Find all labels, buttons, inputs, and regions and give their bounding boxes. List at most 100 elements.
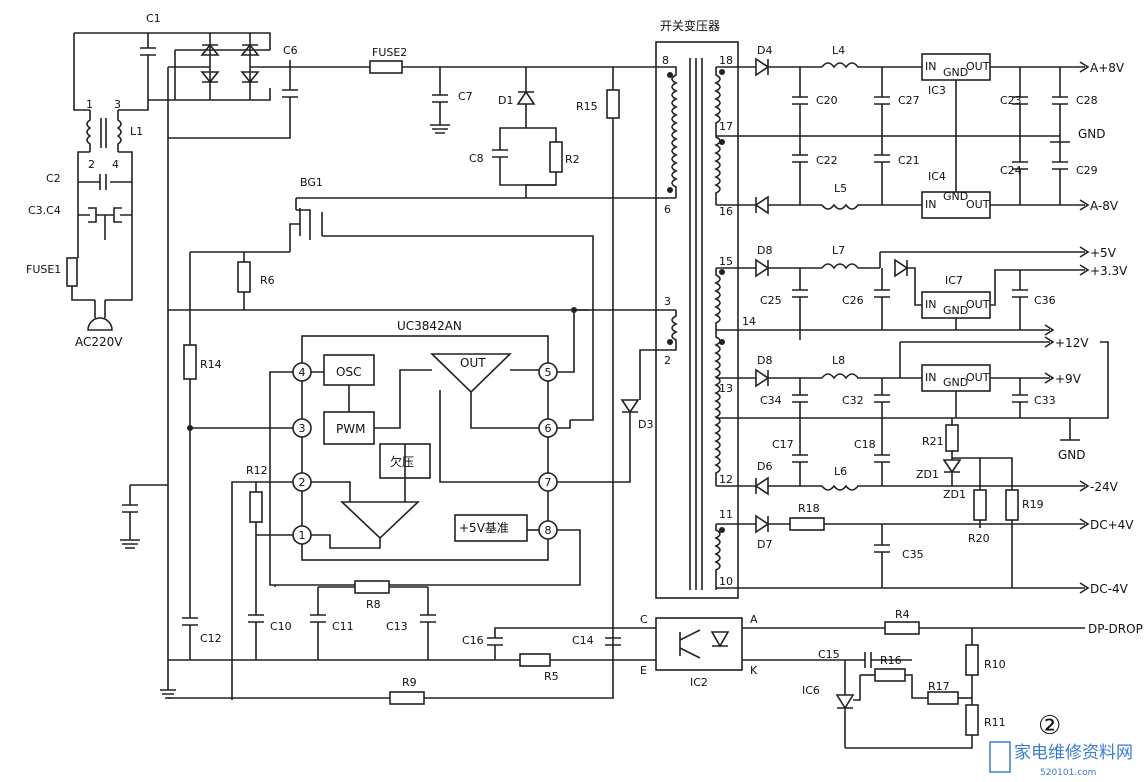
undervolt-label: 欠压 (390, 454, 414, 469)
svg-text:R6: R6 (260, 274, 275, 287)
svg-text:+9V: +9V (1055, 372, 1082, 386)
secondary-minus24v (716, 418, 1090, 588)
svg-text:IC7: IC7 (945, 274, 963, 287)
svg-text:C22: C22 (816, 154, 838, 167)
svg-text:D8: D8 (757, 354, 772, 367)
svg-text:17: 17 (719, 120, 733, 133)
svg-text:FUSE1: FUSE1 (26, 263, 61, 276)
svg-text:C34: C34 (760, 394, 782, 407)
svg-text:GND: GND (1058, 448, 1086, 462)
svg-text:R12: R12 (246, 464, 268, 477)
svg-text:6: 6 (545, 422, 552, 435)
svg-text:C7: C7 (458, 90, 473, 103)
svg-text:R15: R15 (576, 100, 598, 113)
secondary-12v (716, 336, 1109, 441)
controller-label: UC3842AN (397, 319, 462, 333)
ac-label: AC220V (75, 335, 123, 349)
svg-text:GND: GND (943, 376, 968, 389)
svg-text:8: 8 (545, 524, 552, 537)
svg-text:L6: L6 (834, 465, 847, 478)
svg-text:IN: IN (925, 371, 936, 384)
svg-text:IN: IN (925, 298, 936, 311)
svg-text:5: 5 (545, 366, 552, 379)
svg-text:C26: C26 (842, 294, 864, 307)
svg-text:DC-4V: DC-4V (1090, 582, 1129, 596)
figure-number: ② (1038, 711, 1061, 741)
svg-text:DP-DROP: DP-DROP (1088, 622, 1143, 636)
svg-text:C28: C28 (1076, 94, 1098, 107)
pwm-label: PWM (336, 422, 365, 436)
svg-text:16: 16 (719, 205, 733, 218)
svg-text:R4: R4 (895, 608, 910, 621)
svg-text:+3.3V: +3.3V (1090, 264, 1128, 278)
svg-text:R10: R10 (984, 658, 1006, 671)
svg-text:GND: GND (943, 304, 968, 317)
svg-text:15: 15 (719, 255, 733, 268)
svg-text:3: 3 (114, 98, 121, 111)
svg-text:-24V: -24V (1090, 480, 1119, 494)
svg-text:C13: C13 (386, 620, 408, 633)
svg-text:3: 3 (664, 295, 671, 308)
svg-text:C21: C21 (898, 154, 920, 167)
svg-text:OUT: OUT (966, 198, 990, 211)
svg-text:C36: C36 (1034, 294, 1056, 307)
bg1-mosfet (190, 197, 676, 421)
svg-text:OUT: OUT (966, 298, 990, 311)
svg-text:C29: C29 (1076, 164, 1098, 177)
svg-text:DC+4V: DC+4V (1090, 518, 1134, 532)
svg-text:FUSE2: FUSE2 (372, 46, 407, 59)
svg-text:D8: D8 (757, 244, 772, 257)
svg-text:L4: L4 (832, 44, 845, 57)
svg-text:D6: D6 (757, 460, 772, 473)
watermark-url: 520101.com (1040, 768, 1096, 778)
svg-text:D4: D4 (757, 44, 772, 57)
svg-text:+12V: +12V (1055, 336, 1089, 350)
svg-text:IC2: IC2 (690, 676, 708, 689)
svg-text:D7: D7 (757, 538, 772, 551)
svg-text:C6: C6 (283, 44, 298, 57)
svg-text:4: 4 (299, 366, 306, 379)
svg-text:C20: C20 (816, 94, 838, 107)
svg-text:A-8V: A-8V (1090, 199, 1119, 213)
svg-text:+5V: +5V (1090, 246, 1117, 260)
svg-text:IN: IN (925, 198, 936, 211)
svg-text:L5: L5 (834, 182, 847, 195)
svg-text:R19: R19 (1022, 498, 1044, 511)
secondary-8v (716, 53, 1090, 219)
svg-text:OUT: OUT (966, 60, 990, 73)
svg-text:C27: C27 (898, 94, 920, 107)
mains-input-section (66, 32, 656, 660)
watermark: 家电维修资料网 520101.com (989, 741, 1133, 778)
svg-text:C10: C10 (270, 620, 292, 633)
svg-text:1: 1 (86, 98, 93, 111)
svg-text:GND: GND (943, 66, 968, 79)
svg-text:2: 2 (88, 158, 95, 171)
svg-text:C32: C32 (842, 394, 864, 407)
svg-text:IC3: IC3 (928, 84, 946, 97)
svg-text:8: 8 (662, 54, 669, 67)
svg-text:R11: R11 (984, 716, 1006, 729)
svg-text:C18: C18 (854, 438, 876, 451)
svg-text:C23: C23 (1000, 94, 1022, 107)
svg-text:C16: C16 (462, 634, 484, 647)
svg-text:C17: C17 (772, 438, 794, 451)
svg-text:R16: R16 (880, 654, 902, 667)
transformer-label: 开关变压器 (660, 18, 720, 33)
svg-text:6: 6 (664, 203, 671, 216)
svg-text:2: 2 (664, 354, 671, 367)
svg-text:IN: IN (925, 60, 936, 73)
svg-text:C1: C1 (146, 12, 161, 25)
svg-text:OUT: OUT (966, 371, 990, 384)
svg-text:R9: R9 (402, 676, 417, 689)
svg-text:E: E (640, 664, 647, 677)
svg-text:R17: R17 (928, 680, 950, 693)
svg-text:4: 4 (112, 158, 119, 171)
svg-text:C35: C35 (902, 548, 924, 561)
osc-label: OSC (336, 365, 361, 379)
svg-text:IC4: IC4 (928, 170, 946, 183)
svg-text:11: 11 (719, 508, 733, 521)
svg-text:C33: C33 (1034, 394, 1056, 407)
ref-label: +5V基准 (459, 521, 509, 535)
svg-text:L8: L8 (832, 354, 845, 367)
svg-text:C8: C8 (469, 152, 484, 165)
